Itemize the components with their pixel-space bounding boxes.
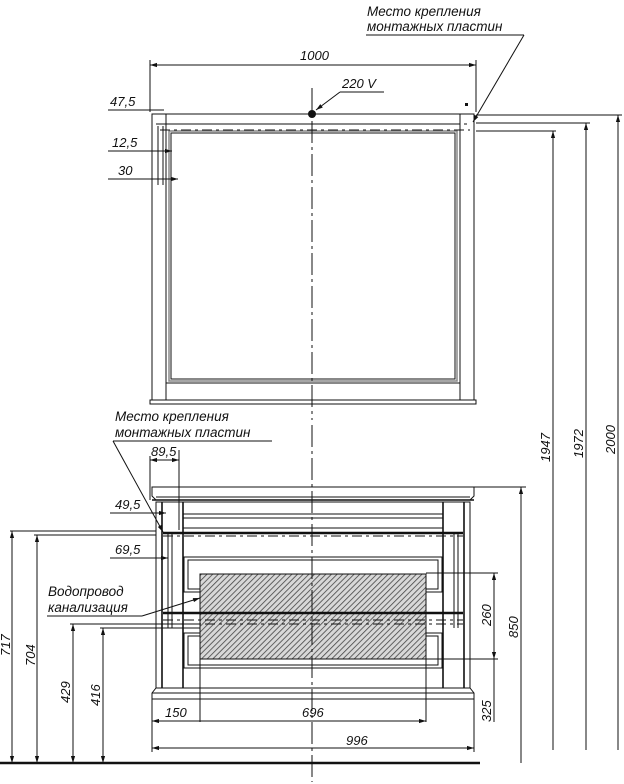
cabinet-mount-note-line2: монтажных пластин (115, 425, 251, 440)
dim-height-416: 416 (88, 684, 103, 706)
dim-height-429: 429 (58, 681, 73, 703)
dim-height-2000: 2000 (603, 424, 618, 455)
pipe-zone (199, 573, 427, 660)
power-point-icon (308, 110, 316, 118)
dim-pipe-zone-bottom: 325 (479, 700, 494, 722)
dim-mount-offset-y1: 49,5 (115, 497, 141, 512)
mirror-mount-note-line2: монтажных пластин (367, 19, 503, 34)
pipes-note-line1: Водопровод (48, 584, 124, 599)
dim-height-1972: 1972 (571, 428, 586, 458)
dim-frame-inner: 12,5 (112, 135, 138, 150)
height-dimensions: 1947 1972 2000 (476, 114, 622, 750)
cabinet-mount-note-line1: Место крепления (115, 409, 229, 424)
mirror-mount-note-line1: Место крепления (367, 4, 481, 19)
dim-pipe-zone-height: 260 (479, 604, 494, 627)
mirror-drawing: 220 V 1000 47,5 12,5 30 Место крепления … (108, 4, 525, 420)
dim-pipe-zone-width: 696 (302, 705, 324, 720)
dim-cabinet-width: 996 (346, 733, 368, 748)
dim-total-height: 850 (506, 616, 521, 638)
dim-frame-width: 30 (118, 163, 133, 178)
dim-pipe-zone-left: 150 (165, 705, 187, 720)
dim-height-717: 717 (0, 634, 13, 656)
pipes-note-line2: канализация (48, 600, 128, 615)
cabinet-drawing: Место крепления монтажных пластин 89,5 4… (0, 409, 526, 782)
dim-top-offset: 47,5 (110, 94, 136, 109)
power-label: 220 V (341, 76, 377, 91)
dim-mirror-width: 1000 (300, 48, 330, 63)
dim-height-1947: 1947 (538, 432, 553, 462)
dim-height-704: 704 (23, 644, 38, 666)
dim-mount-offset-y2: 69,5 (115, 542, 141, 557)
dim-mount-offset-x: 89,5 (151, 444, 177, 459)
